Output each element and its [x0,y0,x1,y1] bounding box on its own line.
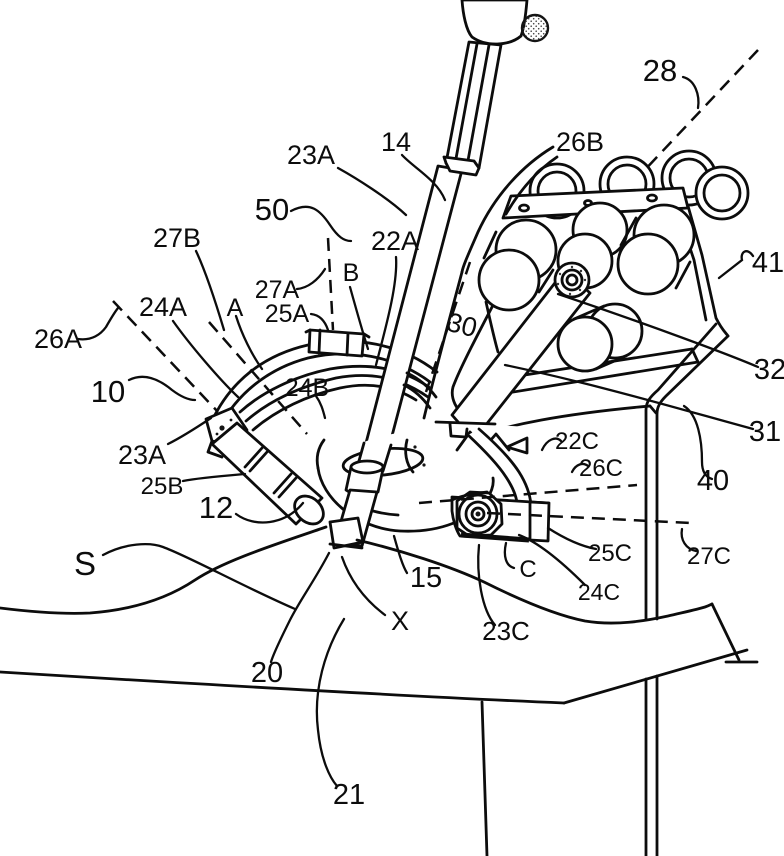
svg-text:40: 40 [697,465,729,497]
svg-text:26B: 26B [556,127,604,157]
svg-text:50: 50 [255,192,289,227]
svg-text:21: 21 [333,779,365,811]
svg-text:14: 14 [381,127,411,157]
svg-text:25C: 25C [588,540,632,567]
svg-text:C: C [519,556,536,583]
svg-text:15: 15 [410,562,442,594]
svg-text:27B: 27B [153,223,201,253]
svg-text:X: X [391,606,409,636]
svg-text:32: 32 [754,354,784,386]
svg-text:25B: 25B [141,473,184,500]
svg-text:24C: 24C [578,579,620,605]
svg-text:23A: 23A [287,140,335,170]
svg-text:26A: 26A [34,324,82,354]
svg-text:27A: 27A [255,276,300,304]
svg-text:24A: 24A [139,292,187,322]
svg-text:12: 12 [199,490,233,525]
svg-text:28: 28 [643,53,677,88]
svg-text:25A: 25A [265,300,310,328]
svg-text:27C: 27C [687,543,731,570]
svg-text:31: 31 [749,416,781,448]
svg-text:22C: 22C [555,428,599,455]
svg-text:10: 10 [91,374,125,409]
svg-text:41: 41 [752,247,784,279]
svg-text:23A: 23A [118,440,166,470]
svg-text:24B: 24B [285,374,329,402]
svg-text:S: S [74,545,96,582]
svg-text:20: 20 [251,657,283,689]
svg-text:22A: 22A [371,226,419,256]
svg-text:B: B [343,259,360,287]
svg-text:23C: 23C [482,616,530,646]
svg-text:26C: 26C [579,455,623,482]
svg-text:30: 30 [444,307,480,343]
svg-text:A: A [227,294,244,322]
